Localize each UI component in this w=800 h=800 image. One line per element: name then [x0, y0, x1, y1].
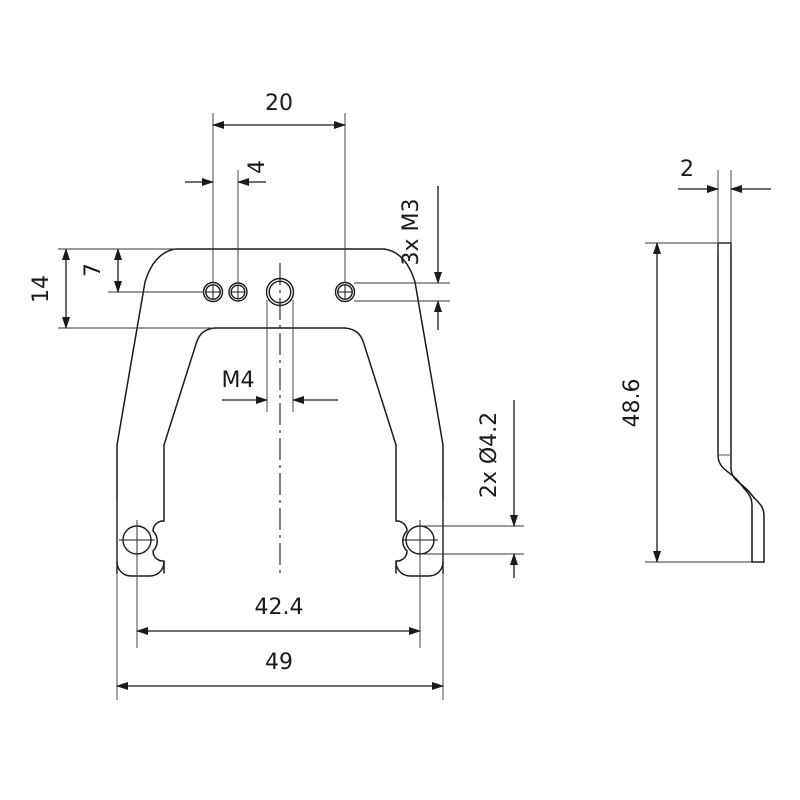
m3-hole-mid [228, 282, 248, 302]
note-m4: M4 [222, 368, 338, 404]
m3-hole-left [202, 281, 224, 303]
dimension-2-label: 2 [680, 157, 694, 182]
m3-hole-right [334, 281, 356, 303]
right-inner-edge [344, 327, 397, 453]
dimension-49-label: 49 [265, 650, 293, 675]
foot-holes [119, 522, 438, 558]
dimension-4-label: 4 [245, 160, 270, 174]
side-view: 48.6 2 [620, 157, 771, 563]
left-inner-edge [163, 327, 216, 453]
dimension-2: 2 [678, 157, 771, 193]
note-3x-m3: 3x M3 [399, 186, 442, 330]
dimension-48-6: 48.6 [620, 242, 661, 563]
bracket-outline [116, 248, 444, 577]
extension-lines [58, 113, 524, 700]
left-foot-inner [152, 451, 165, 574]
side-back-face [717, 242, 753, 563]
note-2x-d42: 2x Ø4.2 [477, 400, 518, 578]
right-foot-bottom [395, 561, 444, 577]
left-outer-edge [116, 248, 177, 453]
left-foot-bottom [116, 561, 165, 577]
side-extension-lines [645, 170, 752, 563]
dimension-14: 14 [29, 248, 70, 329]
dimension-48-6-label: 48.6 [620, 379, 645, 428]
dimension-14-label: 14 [29, 275, 54, 303]
side-profile-outline [717, 242, 765, 563]
flange-holes [202, 277, 356, 307]
right-outer-edge [383, 248, 444, 453]
dimension-20: 20 [212, 91, 346, 129]
front-view: 20 4 14 7 3x M3 M4 [29, 91, 524, 700]
dimension-42-4: 42.4 [136, 595, 421, 635]
note-m4-label: M4 [222, 368, 255, 393]
dimension-4: 4 [185, 160, 270, 186]
side-front-face [730, 242, 765, 563]
note-2x-d42-label: 2x Ø4.2 [477, 412, 502, 498]
dimension-42-4-label: 42.4 [255, 595, 304, 620]
dimension-20-label: 20 [265, 91, 293, 116]
note-3x-m3-label: 3x M3 [399, 199, 424, 266]
right-foot-inner [395, 451, 408, 574]
dimension-49: 49 [116, 650, 444, 690]
dimension-7: 7 [81, 248, 122, 293]
dimension-7-label: 7 [81, 263, 106, 277]
